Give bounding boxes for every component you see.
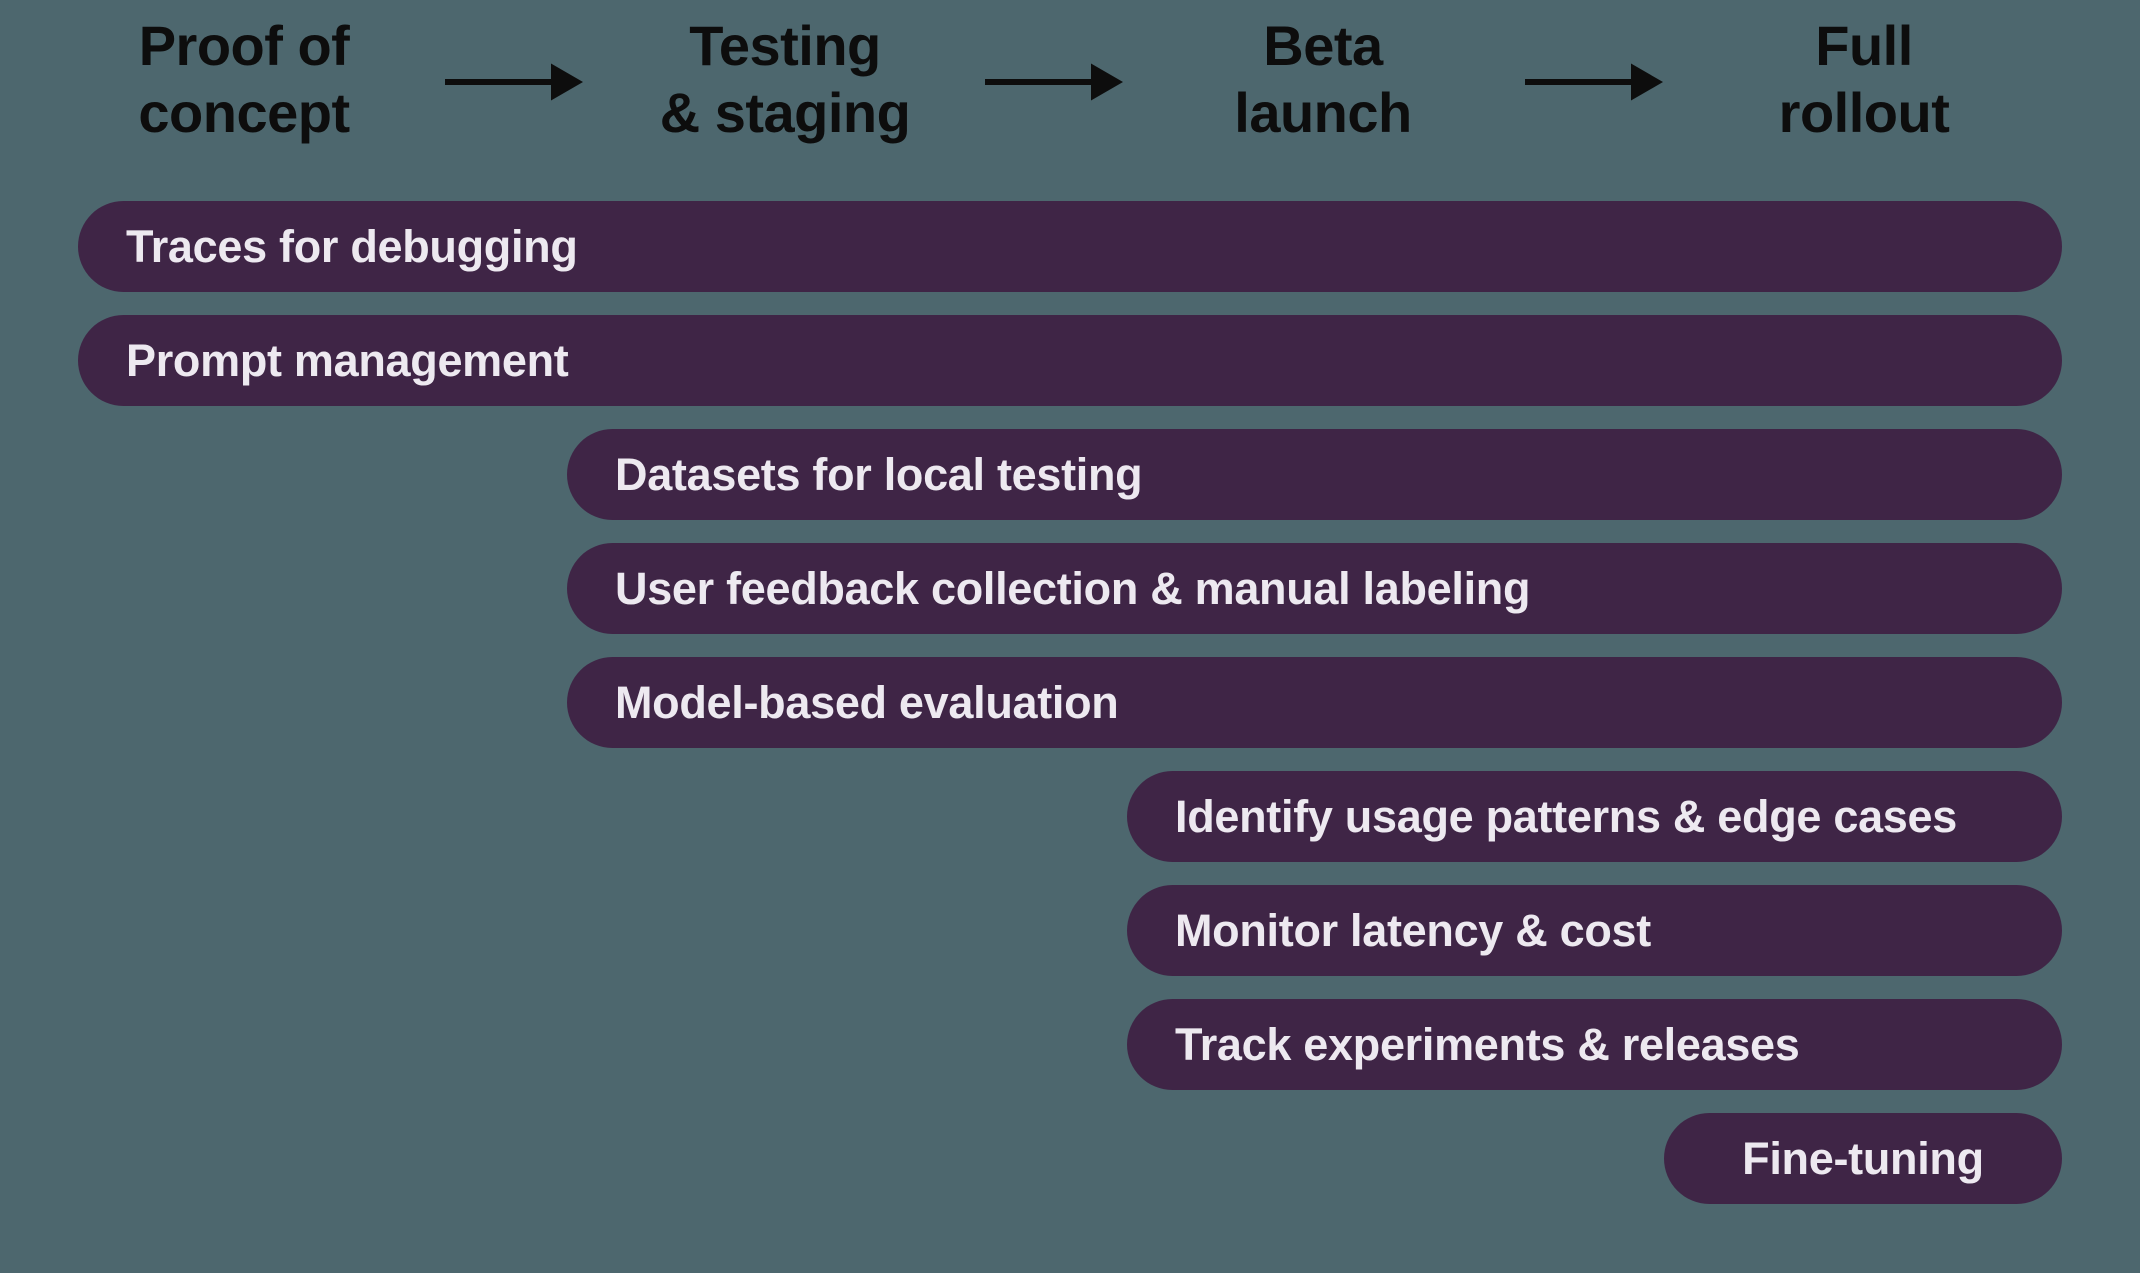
timeline-bar: Fine-tuning	[1664, 1113, 2062, 1204]
phase-label-line: Full	[1815, 14, 1913, 77]
timeline-bar: Identify usage patterns & edge cases	[1127, 771, 2062, 862]
bar-label: Fine-tuning	[1742, 1132, 1984, 1184]
timeline-bar: Track experiments & releases	[1127, 999, 2062, 1090]
phase-header-full-rollout: Full rollout	[1644, 12, 2084, 146]
arrow-right-icon	[985, 63, 1123, 101]
timeline-bar: User feedback collection & manual labeli…	[567, 543, 2062, 634]
phase-label-line: Beta	[1263, 14, 1383, 77]
bar-label: Monitor latency & cost	[1175, 904, 1651, 956]
timeline-bar: Prompt management	[78, 315, 2062, 406]
bar-label: Track experiments & releases	[1175, 1018, 1800, 1070]
phase-label-line: Testing	[689, 14, 881, 77]
phase-label-line: & staging	[659, 81, 911, 144]
phase-label-line: concept	[138, 81, 350, 144]
phase-label-line: launch	[1234, 81, 1412, 144]
bar-label: User feedback collection & manual labeli…	[615, 562, 1531, 614]
phase-label-line: rollout	[1778, 81, 1950, 144]
phase-header-proof-of-concept: Proof of concept	[24, 12, 464, 146]
phase-label-line: Proof of	[138, 14, 350, 77]
timeline-bar: Monitor latency & cost	[1127, 885, 2062, 976]
bar-label: Model-based evaluation	[615, 676, 1119, 728]
bar-label: Prompt management	[126, 334, 569, 386]
arrow-right-icon	[1525, 63, 1663, 101]
bar-label: Traces for debugging	[126, 220, 578, 272]
bar-label: Datasets for local testing	[615, 448, 1143, 500]
timeline-bar: Traces for debugging	[78, 201, 2062, 292]
bar-label: Identify usage patterns & edge cases	[1175, 790, 1957, 842]
timeline-bar: Model-based evaluation	[567, 657, 2062, 748]
phase-header-testing-staging: Testing & staging	[565, 12, 1005, 146]
arrow-right-icon	[445, 63, 583, 101]
timeline-bar: Datasets for local testing	[567, 429, 2062, 520]
phase-header-beta-launch: Beta launch	[1103, 12, 1543, 146]
